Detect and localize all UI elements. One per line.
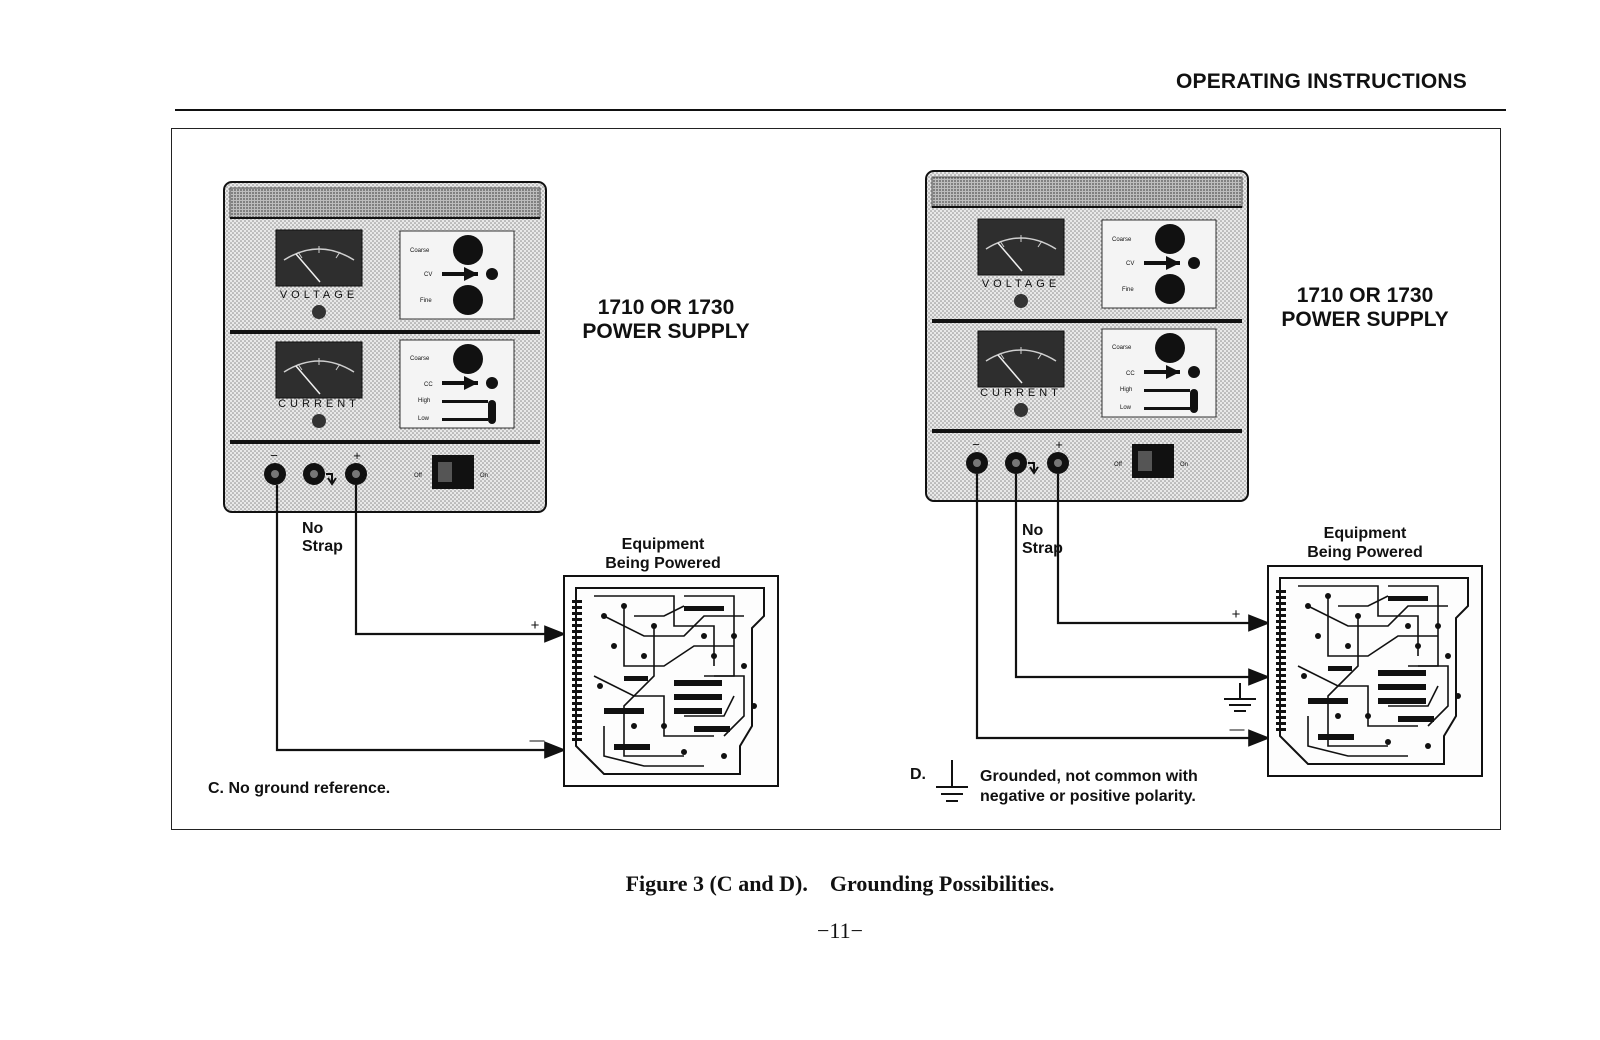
right-supply-model-line2: POWER SUPPLY xyxy=(1281,308,1448,331)
header-rule xyxy=(175,109,1506,111)
left-supply-model-line1: 1710 OR 1730 xyxy=(598,296,735,319)
left-no-strap-line2: Strap xyxy=(302,538,343,555)
off-label: Off xyxy=(414,473,422,479)
voltage-label-right: VOLTAGE xyxy=(982,278,1060,290)
terminal-plus-label-right: + xyxy=(1055,437,1063,452)
right-equipment-line1: Equipment xyxy=(1324,525,1407,542)
right-wires xyxy=(975,474,1271,747)
voltage-coarse-label: Coarse xyxy=(410,248,430,254)
high-label-right: High xyxy=(1120,387,1132,393)
left-equipment-line1: Equipment xyxy=(622,536,705,553)
right-ground-symbol xyxy=(1224,683,1256,712)
left-plus-label: + xyxy=(531,617,540,634)
off-label-right: Off xyxy=(1114,462,1122,468)
current-coarse-label-right: Coarse xyxy=(1112,345,1132,351)
cc-label-right: CC xyxy=(1126,371,1135,377)
left-supply-model-line2: POWER SUPPLY xyxy=(582,320,749,343)
voltage-coarse-label-right: Coarse xyxy=(1112,237,1132,243)
low-label: Low xyxy=(418,416,430,422)
current-controls-right xyxy=(1101,328,1217,418)
figure-caption-number: Figure 3 (C and D). xyxy=(625,871,808,896)
terminal-plus-label: + xyxy=(353,448,361,463)
figure-caption: Figure 3 (C and D). Grounding Possibiliti… xyxy=(0,871,1600,897)
voltage-meter xyxy=(275,229,363,287)
right-minus-label: — xyxy=(1230,721,1245,738)
right-plus-label: + xyxy=(1232,606,1241,623)
high-label: High xyxy=(418,398,430,404)
left-minus-label: — xyxy=(530,732,545,749)
voltage-controls xyxy=(399,230,515,320)
terminal-minus-label: − xyxy=(270,448,278,463)
page-number: −11− xyxy=(817,918,863,943)
on-label: On xyxy=(480,473,488,479)
current-controls xyxy=(399,339,515,429)
right-caption-line1: Grounded, not common with xyxy=(980,768,1198,785)
on-label-right: On xyxy=(1180,462,1188,468)
page-header-title: OPERATING INSTRUCTIONS xyxy=(1175,70,1467,93)
right-power-supply: VOLTAGE CURRENT Coarse CV Fine Coarse CC… xyxy=(925,170,1249,502)
voltage-fine-label-right: Fine xyxy=(1122,287,1134,293)
right-equipment-line2: Being Powered xyxy=(1307,544,1423,561)
current-meter xyxy=(275,341,363,399)
voltage-fine-label: Fine xyxy=(420,298,432,304)
current-label: CURRENT xyxy=(278,398,360,410)
voltage-adjust-screw-right xyxy=(1014,294,1028,308)
left-equipment-line2: Being Powered xyxy=(605,555,721,572)
right-supply-model-line1: 1710 OR 1730 xyxy=(1297,284,1434,307)
cv-label-right: CV xyxy=(1126,261,1134,267)
figure-frame xyxy=(171,128,1501,830)
left-circuit-board xyxy=(563,575,779,787)
current-adjust-screw-right xyxy=(1014,403,1028,417)
cc-label: CC xyxy=(424,382,433,388)
terminal-minus-label-right: − xyxy=(972,437,980,452)
current-meter-right xyxy=(977,330,1065,388)
figure-caption-title: Grounding Possibilities. xyxy=(829,871,1055,896)
right-caption-line2: negative or positive polarity. xyxy=(980,788,1196,805)
voltage-label: VOLTAGE xyxy=(280,289,358,301)
left-caption: C. No ground reference. xyxy=(208,780,390,797)
right-circuit-board xyxy=(1267,565,1483,777)
low-label-right: Low xyxy=(1120,405,1132,411)
right-no-strap-line2: Strap xyxy=(1022,540,1063,557)
current-label-right: CURRENT xyxy=(980,387,1062,399)
current-coarse-label: Coarse xyxy=(410,356,430,362)
left-wires xyxy=(275,485,567,759)
voltage-meter-right xyxy=(977,218,1065,276)
voltage-controls-right xyxy=(1101,219,1217,309)
right-no-strap-line1: No xyxy=(1022,522,1044,539)
left-power-supply: VOLTAGE CURRENT Coarse CV Fine Coarse CC… xyxy=(223,181,547,513)
cv-label: CV xyxy=(424,272,432,278)
right-caption-letter: D. xyxy=(910,766,926,783)
left-no-strap-line1: No xyxy=(302,520,324,537)
voltage-adjust-screw xyxy=(312,305,326,319)
ground-icon xyxy=(936,760,968,802)
current-adjust-screw xyxy=(312,414,326,428)
